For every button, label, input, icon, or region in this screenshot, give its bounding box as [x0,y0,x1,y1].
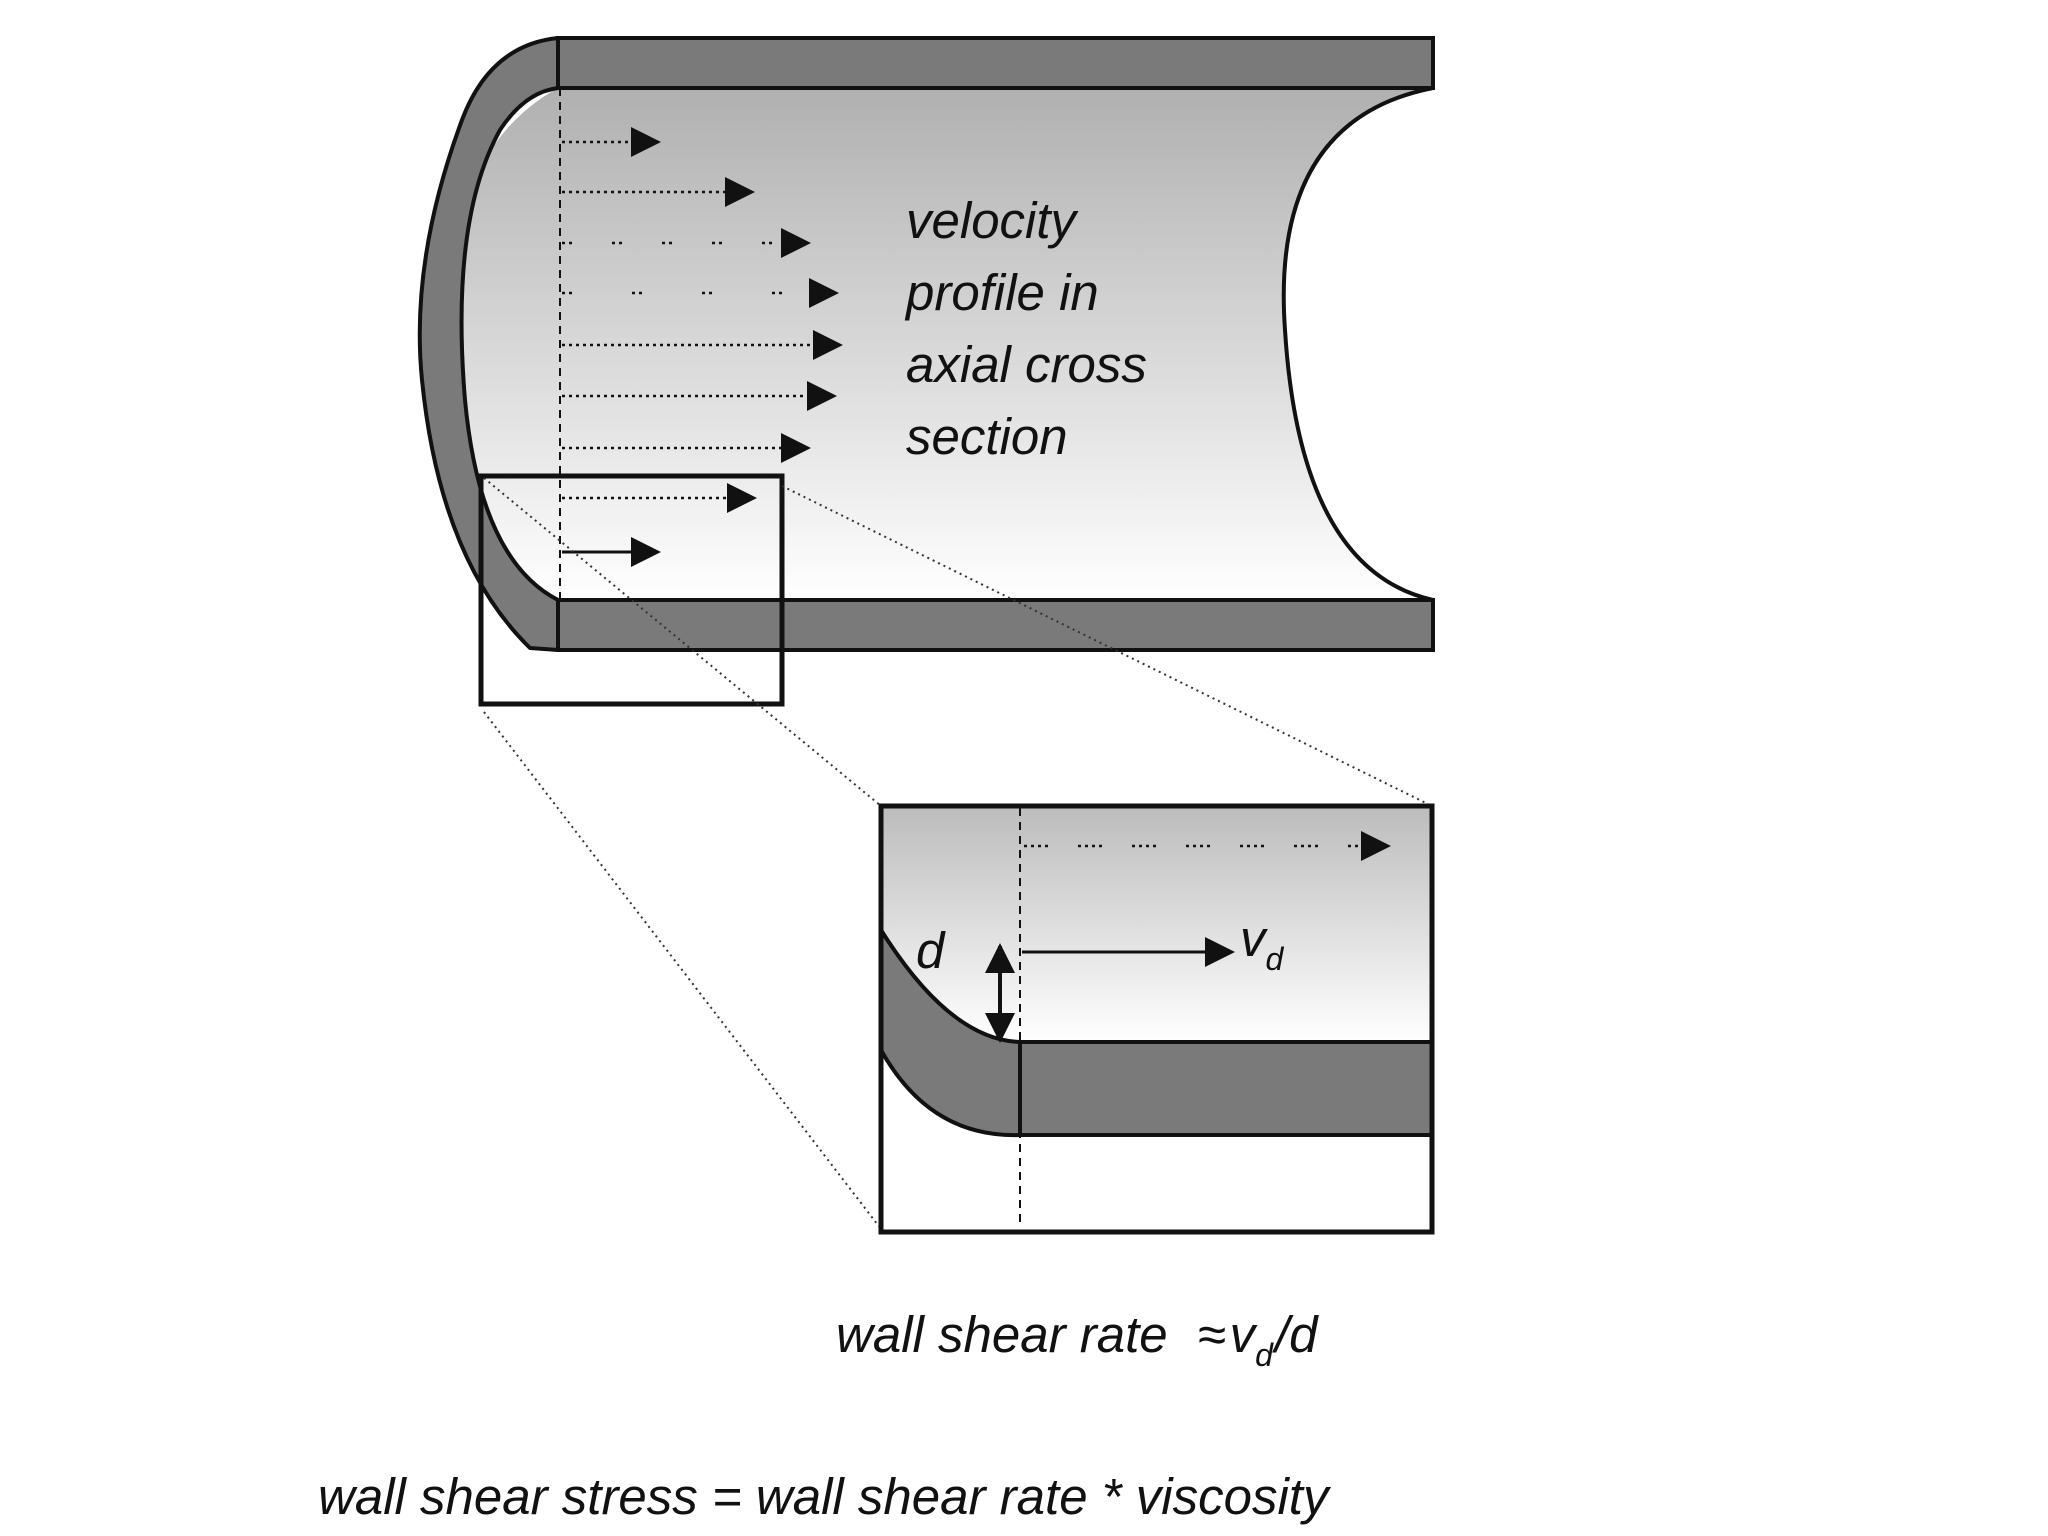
vessel-opening-edge [1281,86,1434,602]
zoom-detail-frame [878,803,1435,1235]
pipe-label-line4: section [906,408,1068,465]
distance-label: d [916,922,946,979]
shear-rate-v-subscript: d [1255,1337,1274,1373]
pipe-label-line2: profile in [904,264,1099,321]
velocity-symbol: v [1240,910,1268,967]
vessel [417,36,1435,652]
shear-rate-formula: wall shear rate ≈vd/d [836,1306,1319,1373]
velocity-profile-arrows [562,127,843,567]
shear-rate-prefix: wall shear rate [836,1306,1168,1363]
approx-symbol: ≈ [1198,1306,1226,1363]
projection-line [781,485,1433,807]
pipe-label-line3: axial cross [906,336,1147,393]
pipe-label-line1: velocity [906,192,1080,249]
projection-line [483,711,882,1230]
projection-line [483,477,882,807]
zoom-projection-lines [483,477,1433,1230]
vessel-left-wall [417,36,560,652]
zoom-detail: d vd [878,803,1435,1235]
shear-rate-divide-d: /d [1272,1306,1319,1363]
zoom-source-box [478,473,785,707]
vessel-top-wall [556,36,1435,90]
vessel-bottom-wall [556,598,1435,652]
velocity-subscript: d [1266,941,1285,977]
velocity-label: vd [1240,910,1285,977]
shear-stress-formula: wall shear stress = wall shear rate * vi… [318,1468,1332,1525]
vessel-lumen [445,88,1433,600]
shear-rate-v: v [1230,1306,1258,1363]
zoom-detail-lumen [881,806,1432,1042]
